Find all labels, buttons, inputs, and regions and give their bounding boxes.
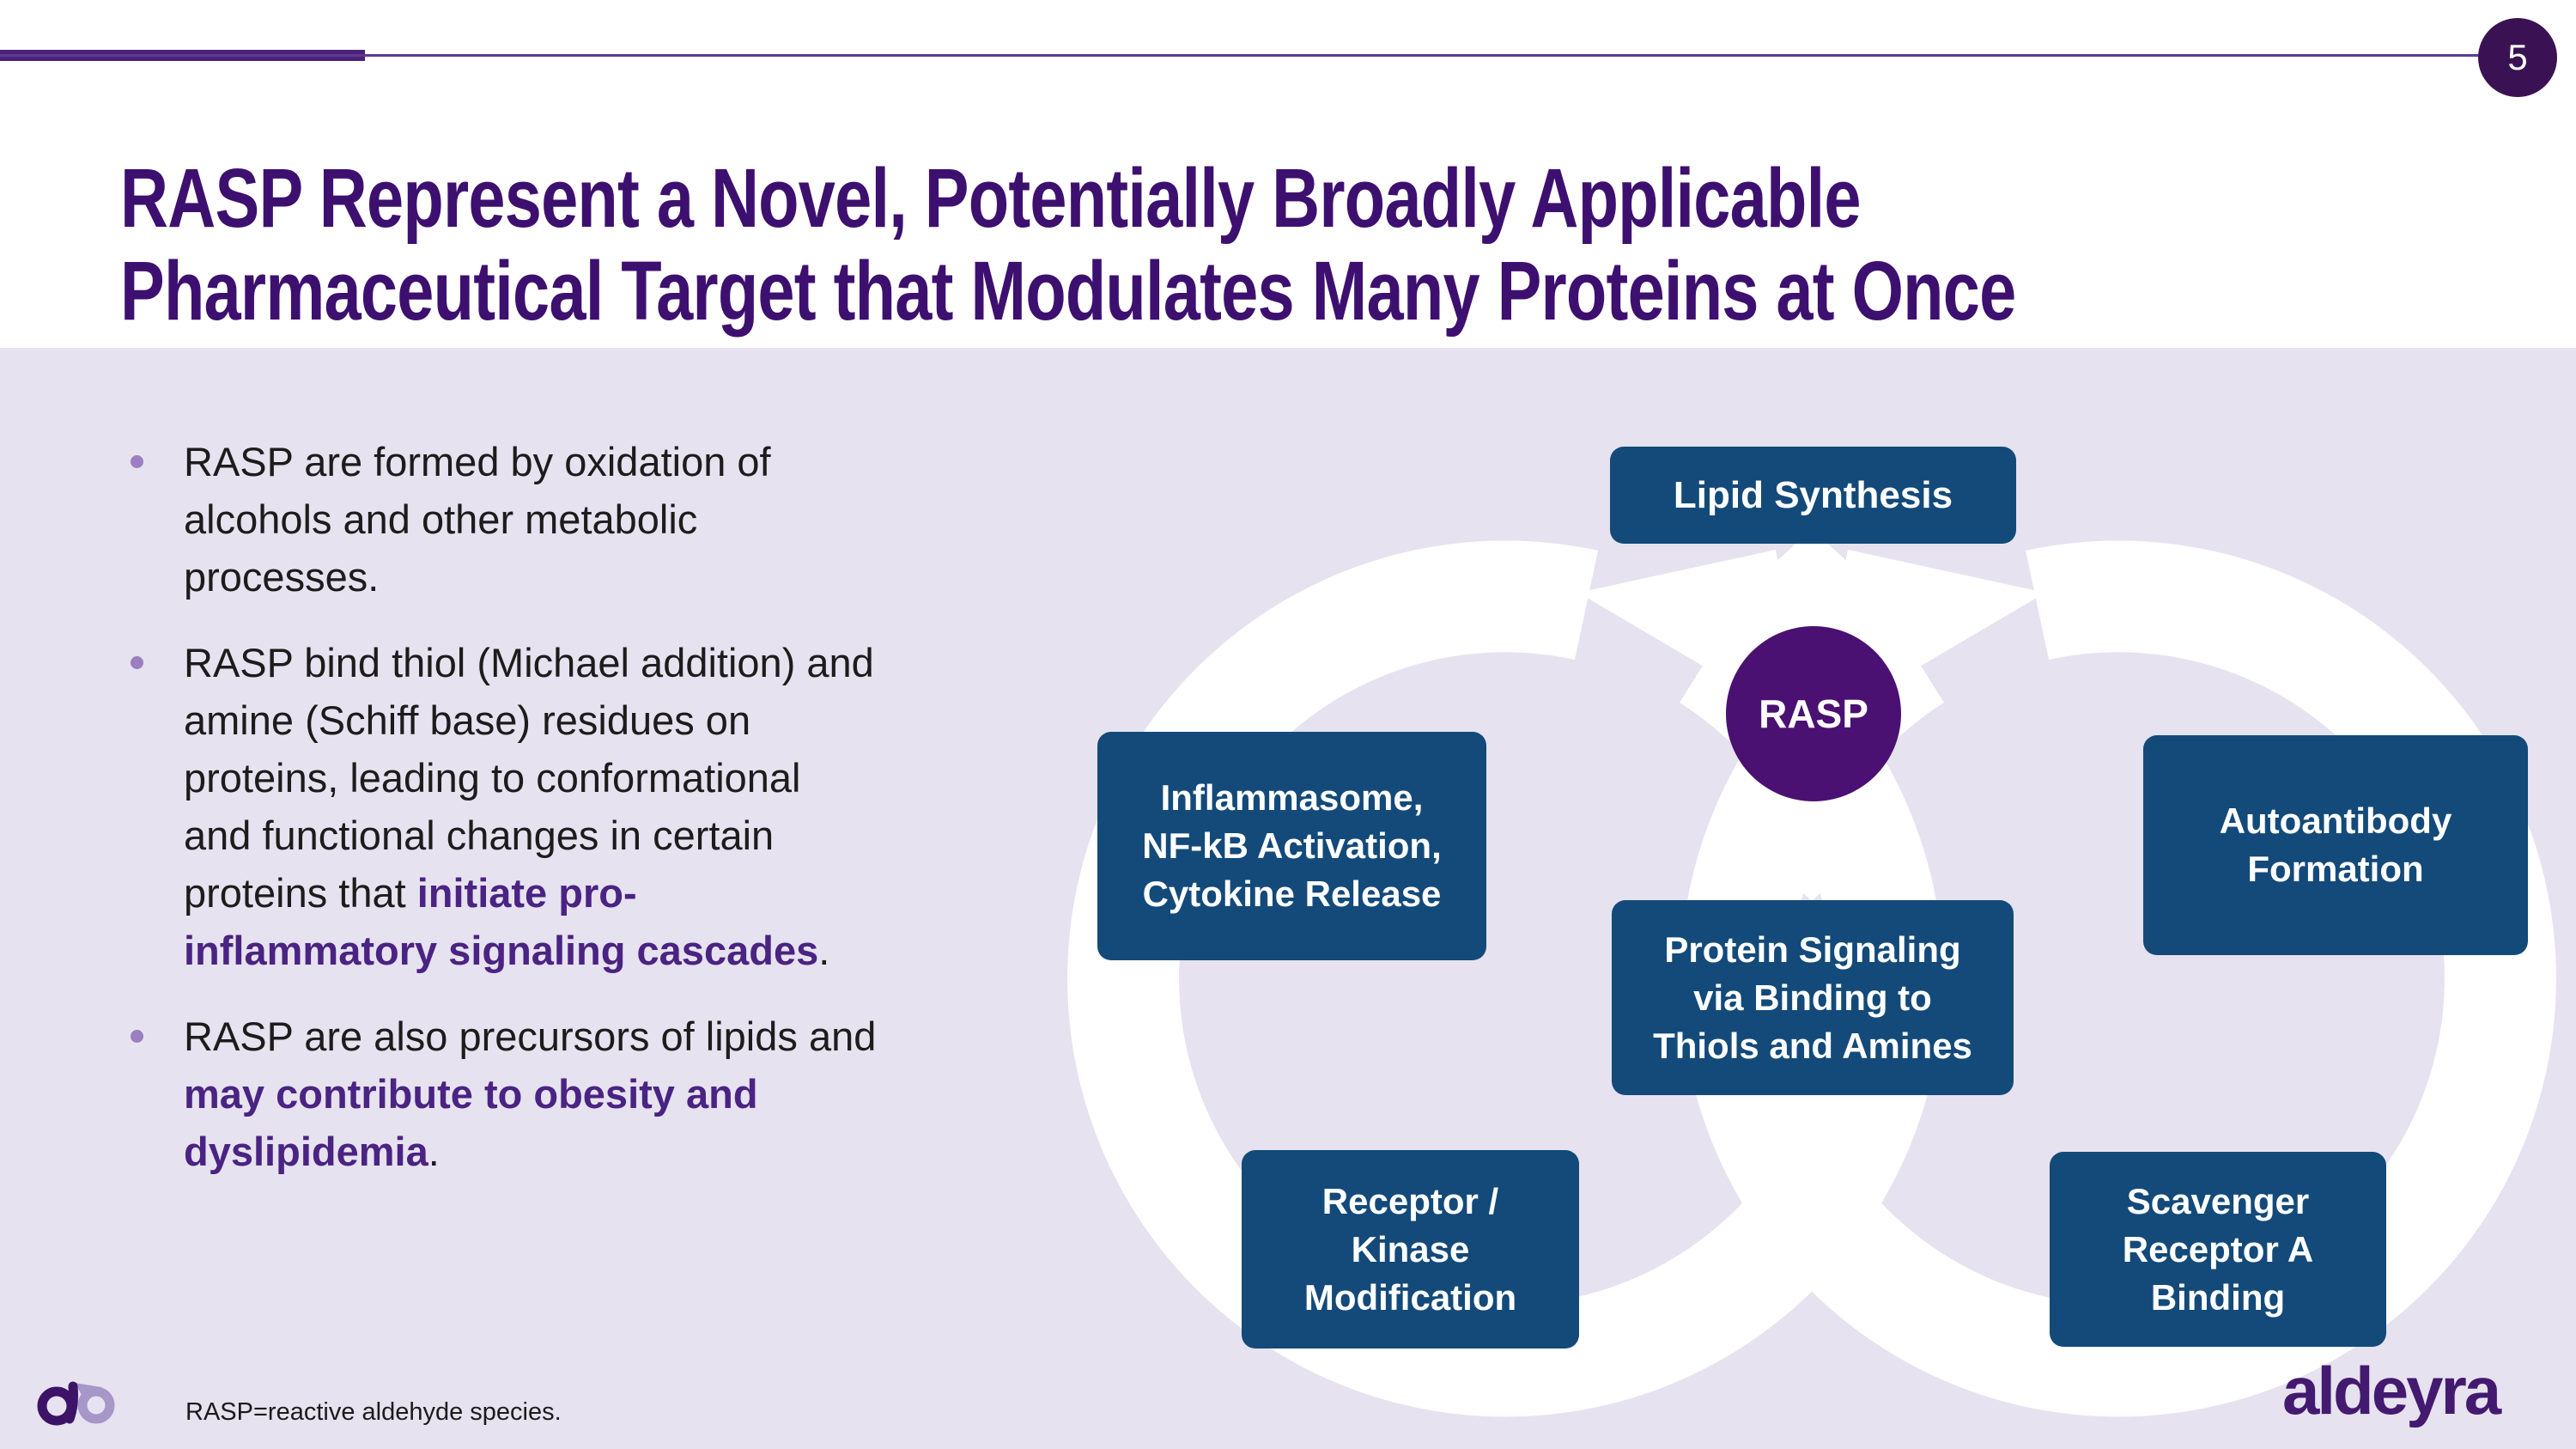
aldeyra-wordmark: aldeyra xyxy=(2282,1353,2501,1428)
page-number: 5 xyxy=(2507,37,2528,77)
node-scavenger-receptor-label: Scavenger Receptor A Binding xyxy=(2122,1180,2314,1318)
rasp-center-circle: RASP xyxy=(1726,626,1901,801)
node-autoantibody-formation: Autoantibody Formation xyxy=(2143,735,2528,955)
aldeyra-mark-icon xyxy=(37,1381,115,1426)
node-protein-signaling: Protein Signaling via Binding to Thiols … xyxy=(1612,900,2014,1095)
rasp-center-label: RASP xyxy=(1759,691,1868,736)
bullet-list: RASP are formed by oxidation of alcohols… xyxy=(129,433,1151,1209)
node-lipid-synthesis-label: Lipid Synthesis xyxy=(1673,473,1953,516)
node-scavenger-receptor: Scavenger Receptor A Binding xyxy=(2050,1152,2386,1347)
node-inflammasome: Inflammasome, NF-kB Activation, Cytokine… xyxy=(1097,732,1486,960)
node-protein-signaling-label: Protein Signaling via Binding to Thiols … xyxy=(1653,928,1972,1066)
bullet-text: RASP bind thiol (Michael addition) and a… xyxy=(184,640,874,916)
bullet-item: RASP are also precursors of lipids and m… xyxy=(129,1008,1151,1180)
slide-title: RASP Represent a Novel, Potentially Broa… xyxy=(120,150,2016,338)
bullet-text: RASP are also precursors of lipids and xyxy=(184,1014,877,1059)
node-receptor-kinase-label: Receptor / Kinase Modification xyxy=(1303,1180,1517,1318)
bullet-text: RASP are formed by oxidation of alcohols… xyxy=(184,439,771,600)
bullet-item: RASP are formed by oxidation of alcohols… xyxy=(129,433,1151,606)
footnote: RASP=reactive aldehyde species. xyxy=(185,1398,562,1426)
node-receptor-kinase: Receptor / Kinase Modification xyxy=(1242,1150,1579,1349)
node-inflammasome-label: Inflammasome, NF-kB Activation, Cytokine… xyxy=(1142,777,1442,914)
top-rule-line xyxy=(0,54,2483,57)
bullet-emphasis-text: may contribute to obesity and dyslipidem… xyxy=(184,1071,758,1174)
node-autoantibody-formation-label: Autoantibody Formation xyxy=(2219,801,2452,889)
bullet-text: . xyxy=(428,1129,440,1174)
bullet-text: . xyxy=(818,928,830,973)
bullet-emphasis-text: initiate pro- inflammatory signaling cas… xyxy=(184,870,819,973)
bullet-item: RASP bind thiol (Michael addition) and a… xyxy=(129,634,1151,979)
page-number-badge: 5 xyxy=(2478,18,2557,97)
node-lipid-synthesis: Lipid Synthesis xyxy=(1610,447,2016,544)
